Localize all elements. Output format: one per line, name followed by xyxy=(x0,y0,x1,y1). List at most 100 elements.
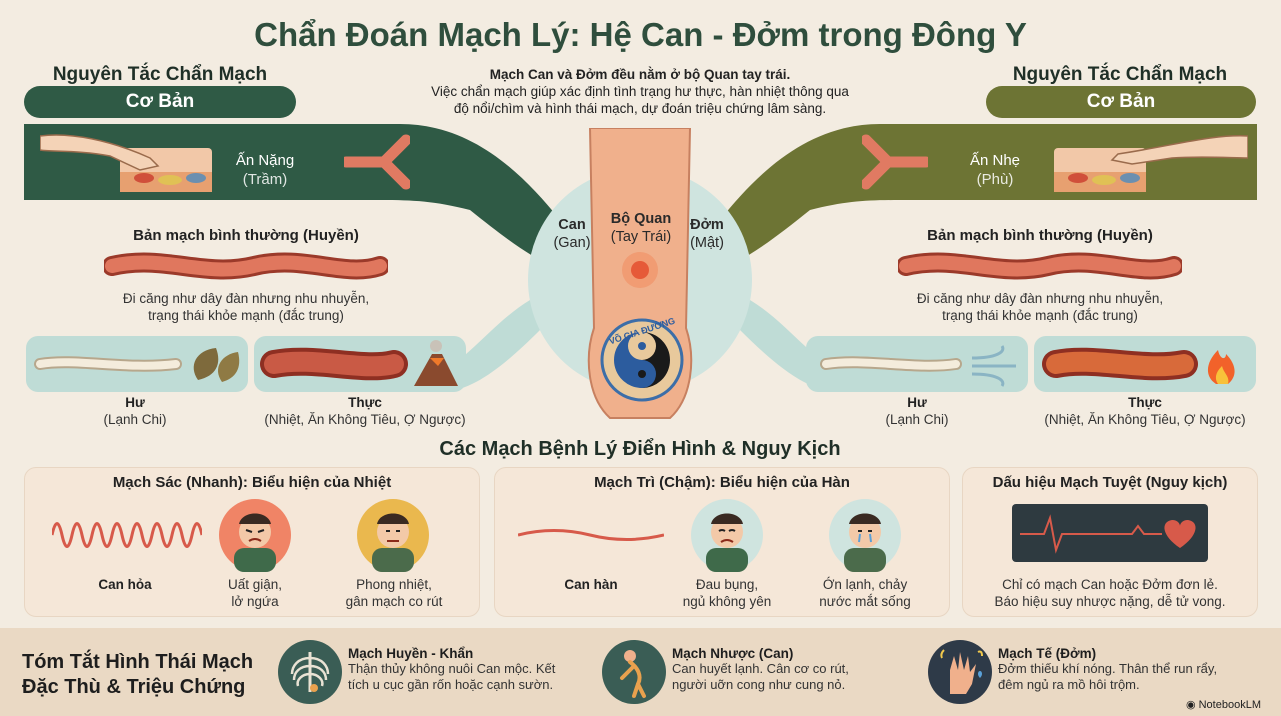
panel-sac-face2-caption: Phong nhiệt, gân mạch co rút xyxy=(320,576,468,610)
swollen-vessel-volcano-icon xyxy=(260,340,458,386)
summary-item-3-l1: Đởm thiếu khí nóng. Thân thể run rẩy, xyxy=(998,661,1218,676)
panel-sac-title: Mạch Sác (Nhanh): Biểu hiện của Nhiệt xyxy=(112,474,392,491)
left-normal-desc: Đi căng như dây đàn nhưng nhu nhuyễn, tr… xyxy=(90,290,402,324)
summary-heading-l2: Đặc Thù & Triệu Chứng xyxy=(22,676,246,698)
panel-sac-face2-l1: Phong nhiệt, xyxy=(356,577,432,592)
summary-item-2-l2: người uỡn cong như cung nỏ. xyxy=(672,677,846,692)
wrist-can-label: Can (Gan) xyxy=(546,216,598,252)
right-hu-sub: (Lạnh Chi) xyxy=(885,412,949,427)
brand-badge: ◉ NotebookLM xyxy=(1186,698,1276,712)
left-hu-title: Hư xyxy=(125,395,145,410)
right-normal-title: Bản mạch bình thường (Huyền) xyxy=(927,227,1153,244)
right-normal-desc: Đi căng như dây đàn nhưng nhu nhuyễn, tr… xyxy=(884,290,1196,324)
right-thuc-card xyxy=(1034,336,1256,392)
left-normal-vessel xyxy=(104,252,388,280)
panel-tri-face1-l2: ngủ không yên xyxy=(682,594,772,609)
panel-sac-face1-l2: lở ngứa xyxy=(231,594,279,609)
right-press-label-text: Ấn Nhẹ xyxy=(969,152,1021,169)
intro-text: Mạch Can và Đởm đều nằm ở bộ Quan tay tr… xyxy=(400,66,880,117)
right-hu-card xyxy=(806,336,1028,392)
summary-item-3: Mạch Tế (Đởm) Đởm thiếu khí nóng. Thân t… xyxy=(998,646,1260,693)
left-normal-title: Bản mạch bình thường (Huyền) xyxy=(133,227,359,244)
wrist-dom: Đởm xyxy=(690,217,724,233)
intro-line2: Việc chẩn mạch giúp xác định tình trạng … xyxy=(431,84,849,99)
cold-crying-face-icon xyxy=(829,499,901,572)
wrist-quan: Bộ Quan xyxy=(610,211,672,227)
left-thuc-sub: (Nhiệt, Ăn Không Tiêu, Ợ Ngược) xyxy=(264,412,466,427)
summary-item-1-l1: Thận thủy không nuôi Can mộc. Kết xyxy=(348,661,556,676)
panel-sac-face1-l1: Uất giận, xyxy=(227,577,283,592)
panel-tri-wave-label: Can hàn xyxy=(564,577,618,592)
summary-item-1-title: Mạch Huyền - Khẩn xyxy=(348,646,474,661)
panel-tri-title: Mạch Trì (Chậm): Biểu hiện của Hàn xyxy=(594,474,850,491)
thin-vessel-wind-icon xyxy=(820,345,1016,387)
panel-tuyet-title: Dấu hiệu Mạch Tuyệt (Nguy kịch) xyxy=(992,474,1228,491)
panel-tri-face2-l1: Ớn lạnh, chảy xyxy=(822,577,908,592)
panel-tuyet-desc: Chỉ có mạch Can hoặc Đởm đơn lẻ. Báo hiệ… xyxy=(972,576,1248,610)
summary-heading: Tóm Tắt Hình Thái Mạch Đặc Thù & Triệu C… xyxy=(22,650,272,700)
wrist-quan-sub: (Tay Trái) xyxy=(610,229,672,245)
left-hu-sub: (Lạnh Chi) xyxy=(103,412,167,427)
page-title: Chẩn Đoán Mạch Lý: Hệ Can - Đởm trong Đô… xyxy=(254,16,1027,53)
wrist-quan-label: Bộ Quan (Tay Trái) xyxy=(604,210,678,246)
slow-wave-icon xyxy=(518,529,664,541)
summary-item-2-l1: Can huyết lạnh. Cân cơ co rút, xyxy=(672,661,849,676)
panel-tuyet-desc2: Báo hiệu suy nhược nặng, dễ tử vong. xyxy=(994,594,1226,609)
right-normal-desc1: Đi căng như dây đàn nhưng nhu nhuyễn, xyxy=(916,291,1164,306)
right-thuc-sub: (Nhiệt, Ăn Không Tiêu, Ợ Ngược) xyxy=(1044,412,1246,427)
panel-sac-face2-l2: gân mạch co rút xyxy=(345,594,443,609)
right-normal-desc2: trạng thái khỏe mạnh (đắc trung) xyxy=(942,308,1138,323)
notebooklm-logo-icon: ◉ xyxy=(1186,699,1196,711)
left-thuc-title: Thực xyxy=(348,395,382,410)
fast-wave-icon xyxy=(52,522,202,548)
panel-tri-face2-l2: nước mắt sống xyxy=(819,594,911,609)
artery-branch-icon-right xyxy=(862,134,928,190)
swollen-vessel-fire-icon xyxy=(1042,347,1235,384)
pathology-heading: Các Mạch Bệnh Lý Điển Hình & Nguy Kịch xyxy=(439,438,841,460)
right-press-sub: (Phù) xyxy=(976,171,1014,188)
thin-vessel-leaf-icon xyxy=(34,348,240,382)
panel-tri-face1-caption: Đau bụng, ngủ không yên xyxy=(670,576,784,610)
summary-item-2-title: Mạch Nhược (Can) xyxy=(672,646,794,661)
left-normal-desc2: trạng thái khỏe mạnh (đắc trung) xyxy=(148,308,344,323)
shaking-hand-icon xyxy=(928,640,992,704)
light-press-illustration xyxy=(1054,135,1248,192)
summary-item-3-l2: đêm ngủ ra mồ hôi trộm. xyxy=(998,677,1140,692)
left-hu-card xyxy=(26,336,248,392)
wrist-dom-sub: (Mật) xyxy=(690,235,724,251)
left-press-label: Ấn Nặng (Trầm) xyxy=(222,151,308,189)
summary-item-1: Mạch Huyền - Khẩn Thận thủy không nuôi C… xyxy=(348,646,598,693)
wrist-dom-label: Đởm (Mật) xyxy=(680,216,734,252)
stomach-pain-face-icon xyxy=(691,499,763,572)
left-press-sub: (Trầm) xyxy=(242,171,288,188)
left-press-label-text: Ấn Nặng xyxy=(235,152,295,169)
right-heading: Nguyên Tắc Chẩn Mạch xyxy=(1012,64,1228,85)
right-hu-title: Hư xyxy=(907,395,927,410)
wrist-can-sub: (Gan) xyxy=(553,235,591,251)
left-thuc-card xyxy=(254,336,466,392)
summary-heading-l1: Tóm Tắt Hình Thái Mạch xyxy=(22,651,254,673)
right-pill: Cơ Bản xyxy=(986,86,1256,118)
deep-press-illustration xyxy=(40,134,212,192)
intro-line1: Mạch Can và Đởm đều nằm ở bộ Quan tay tr… xyxy=(489,67,791,82)
summary-item-1-l2: tích u cục gần rốn hoặc cạnh sườn. xyxy=(348,677,554,692)
panel-sac-wave-label: Can hỏa xyxy=(98,577,152,592)
bent-person-icon xyxy=(602,640,666,704)
left-heading: Nguyên Tắc Chẩn Mạch xyxy=(52,64,268,85)
right-normal-vessel xyxy=(898,252,1182,280)
summary-item-2: Mạch Nhược (Can) Can huyết lạnh. Cân cơ … xyxy=(672,646,912,693)
tense-face-icon xyxy=(357,499,429,572)
intro-line3: độ nổi/chìm và hình thái mạch, dự đoán t… xyxy=(453,101,827,116)
artery-branch-icon xyxy=(344,134,410,190)
summary-item-3-title: Mạch Tế (Đởm) xyxy=(998,646,1097,661)
right-thuc-title: Thực xyxy=(1128,395,1162,410)
left-pill: Cơ Bản xyxy=(24,86,296,118)
panel-tri-face2-caption: Ớn lạnh, chảy nước mắt sống xyxy=(794,576,936,610)
brand-label: NotebookLM xyxy=(1198,698,1261,711)
ribcage-icon xyxy=(278,640,342,704)
panel-tri-face1-l1: Đau bụng, xyxy=(695,577,759,592)
panel-tuyet-desc1: Chỉ có mạch Can hoặc Đởm đơn lẻ. xyxy=(1002,577,1218,592)
ecg-heart-icon xyxy=(1012,504,1208,562)
angry-face-icon xyxy=(219,499,291,572)
right-press-label: Ấn Nhẹ (Phù) xyxy=(952,151,1038,189)
